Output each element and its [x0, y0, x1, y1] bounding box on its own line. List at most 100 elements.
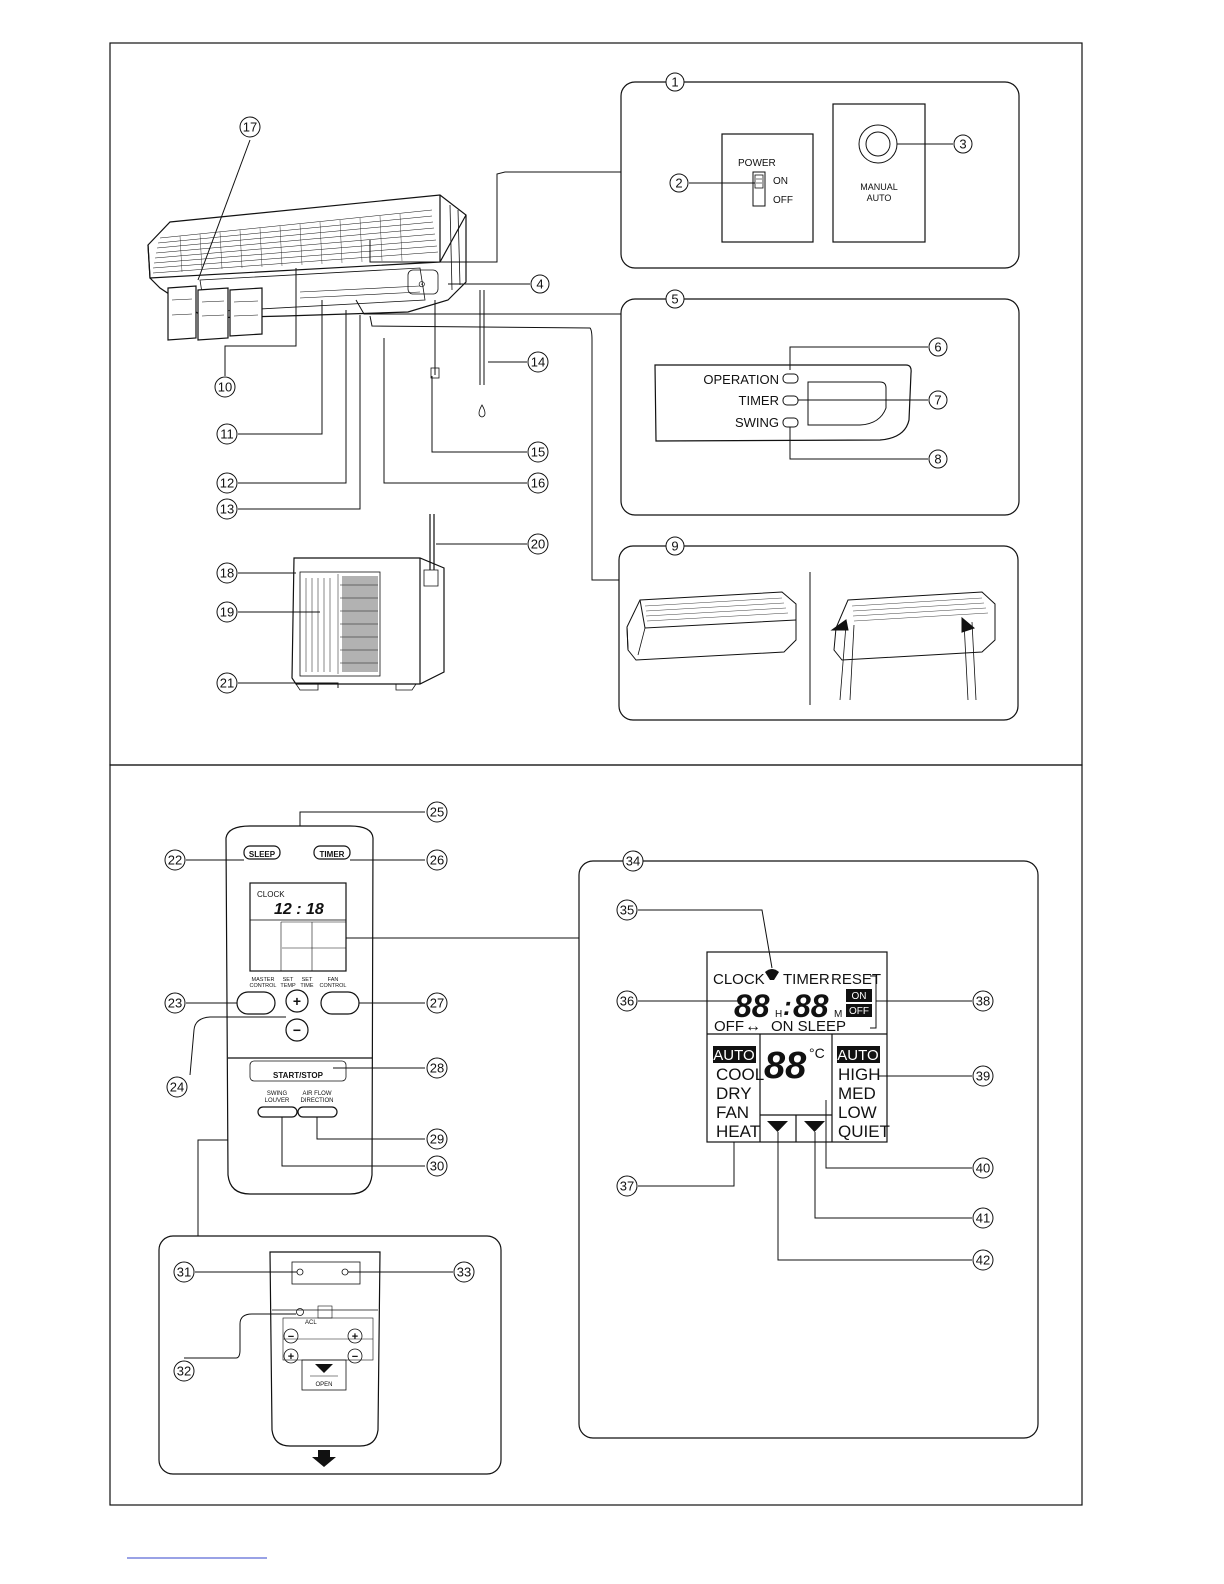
timer-lamp	[782, 395, 799, 406]
callout-number: 29	[430, 1132, 444, 1147]
lcd-off-badge	[846, 1004, 872, 1017]
callout-2: 2	[669, 173, 689, 193]
power-switch-title: POWER	[738, 158, 776, 169]
callout-number: 32	[177, 1364, 191, 1379]
power-switch-plate	[721, 133, 814, 243]
lcd-mode-heat: HEAT	[716, 1122, 760, 1141]
callout-24: 24	[166, 1076, 188, 1098]
callout-26: 26	[426, 849, 448, 871]
lcd-on-text: ON	[852, 991, 867, 1002]
callout-35: 35	[616, 899, 638, 921]
lcd-mode-auto: AUTO	[713, 1047, 754, 1064]
remote-clock-time: 12 : 18	[274, 901, 324, 918]
callout-18: 18	[216, 562, 238, 584]
remote-plus: +	[293, 993, 301, 1009]
lcd-airflow-arrow-icon	[804, 1121, 825, 1132]
remote-fan-control-1: FAN	[328, 977, 339, 983]
lcd-timer: TIMER	[783, 971, 830, 988]
manual-button-plate	[832, 103, 926, 243]
battery-minus-2: −	[352, 1351, 358, 1363]
callout-27: 27	[426, 992, 448, 1014]
callout-number: 25	[430, 805, 444, 820]
callout-32: 32	[173, 1360, 195, 1382]
swing-label: SWING	[735, 415, 779, 430]
callout-number: 39	[976, 1069, 990, 1084]
lcd-temp-digits: 88	[764, 1045, 807, 1087]
callout-number: 8	[934, 452, 941, 467]
callout-number: 1	[671, 75, 678, 90]
callout-number: 42	[976, 1253, 990, 1268]
callout-number: 28	[430, 1061, 444, 1076]
callout-number: 26	[430, 853, 444, 868]
lcd-fan-quiet: QUIET	[838, 1122, 890, 1141]
callout-4: 4	[530, 274, 550, 294]
callouts: 1 2 3 4 5 6 7 8 9 10 11 12 13 14 15 16 1…	[164, 72, 994, 1382]
callout-number: 38	[976, 994, 990, 1009]
callout-number: 31	[177, 1265, 191, 1280]
remote-set-time-1: SET	[302, 977, 313, 983]
callout-number: 36	[620, 994, 634, 1009]
callout-number: 30	[430, 1159, 444, 1174]
callout-number: 3	[959, 137, 966, 152]
callout-37: 37	[616, 1175, 638, 1197]
remote-timer-label: TIMER	[320, 850, 345, 859]
lcd-minute-digits: 88	[793, 988, 829, 1024]
callout-number: 34	[626, 854, 640, 869]
callout-8: 8	[928, 449, 948, 469]
lcd-off-text: OFF	[849, 1006, 869, 1017]
callout-number: 35	[620, 903, 634, 918]
callout-number: 17	[243, 120, 257, 135]
lcd-off-on-sleep-off: OFF	[714, 1018, 744, 1035]
callout-number: 14	[531, 355, 545, 370]
callout-number: 40	[976, 1161, 990, 1176]
callout-36: 36	[616, 990, 638, 1012]
callout-number: 10	[218, 380, 232, 395]
callout-number: 6	[934, 340, 941, 355]
callout-number: 11	[220, 427, 234, 442]
manual-label: MANUAL	[860, 182, 898, 192]
callout-number: 20	[531, 537, 545, 552]
lower-frame	[109, 764, 1083, 1506]
panel-power-manual: POWER ON OFF MANUAL AUTO	[620, 81, 1020, 269]
remote-set-temp-2: TEMP	[280, 983, 296, 989]
callout-34: 34	[622, 850, 644, 872]
remote-minus: −	[293, 1022, 301, 1038]
lcd-fan-med: MED	[838, 1084, 876, 1103]
remote-air-flow-1: AIR FLOW	[302, 1091, 331, 1097]
outdoor-unit	[291, 514, 445, 691]
callout-14: 14	[527, 351, 549, 373]
remote-master-control-1: MASTER	[252, 977, 275, 983]
panel-front-open	[618, 545, 1019, 721]
lcd-on-sleep: ON SLEEP	[771, 1018, 846, 1035]
callout-25: 25	[426, 801, 448, 823]
callout-42: 42	[972, 1249, 994, 1271]
remote-swing-louver-1: SWING	[267, 1091, 288, 1097]
callout-6: 6	[928, 337, 948, 357]
panel-indicators: OPERATION TIMER SWING	[620, 298, 1020, 516]
lcd-on-badge	[846, 989, 872, 1002]
auto-label: AUTO	[867, 193, 892, 203]
callout-number: 4	[536, 277, 543, 292]
callout-number: 13	[220, 502, 234, 517]
callout-16: 16	[527, 472, 549, 494]
battery-acl-label: ACL	[305, 1320, 317, 1326]
callout-31: 31	[173, 1261, 195, 1283]
lcd-louver-arrow-icon	[767, 1121, 788, 1132]
lcd-m-unit: M	[834, 1009, 842, 1020]
callout-17: 17	[239, 116, 261, 138]
callout-number: 9	[671, 539, 678, 554]
lcd-signal-icon	[765, 969, 779, 980]
battery-plus-2: +	[288, 1351, 294, 1363]
callout-20: 20	[527, 533, 549, 555]
lcd-h-unit: H	[775, 1009, 782, 1020]
battery-open-label: OPEN	[315, 1382, 332, 1388]
lcd-mode-auto-badge	[713, 1046, 756, 1063]
lcd-hour-digits: 88	[734, 988, 770, 1024]
callout-number: 7	[934, 393, 941, 408]
lcd-colon: :	[783, 991, 792, 1021]
callout-number: 16	[531, 476, 545, 491]
callout-13: 13	[216, 498, 238, 520]
remote-fan-control-2: CONTROL	[320, 983, 347, 989]
remote-set-temp-1: SET	[283, 977, 294, 983]
lcd-mode-cool: COOL	[716, 1065, 764, 1084]
